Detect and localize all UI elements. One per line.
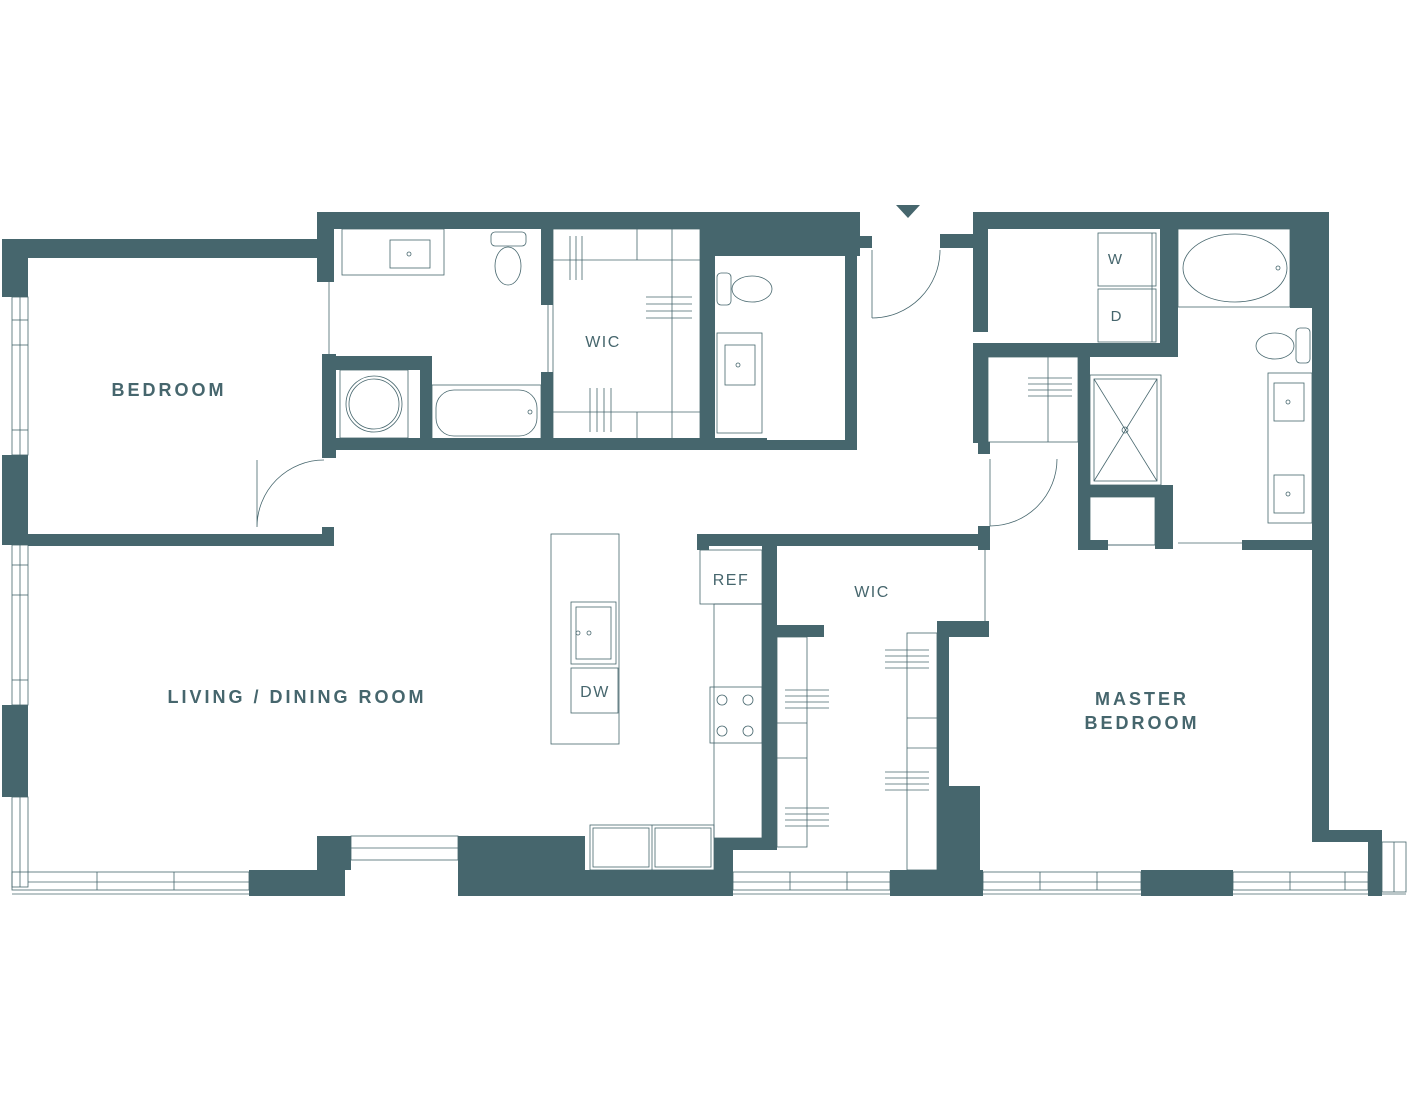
- label-dishwasher: DW: [580, 684, 610, 701]
- refrigerator: [699, 549, 763, 605]
- label-dryer: D: [1111, 308, 1122, 325]
- wall-bottom-right-post: [1368, 830, 1382, 896]
- wall-bedroom-door-jamb: [322, 527, 334, 546]
- windows: [11, 296, 1407, 895]
- dryer: [1097, 288, 1157, 343]
- label-master-line2: BEDROOM: [1085, 713, 1200, 733]
- wall-bath-wic-divider-low: [541, 372, 553, 448]
- wall-powder-right: [845, 238, 857, 448]
- dishwasher: [570, 667, 619, 714]
- wall-left-lower: [2, 705, 28, 797]
- window-bottom-d: [982, 871, 1142, 891]
- wall-top-bath-end: [703, 212, 860, 238]
- doors: [256, 249, 1242, 621]
- wall-shower-stub: [1155, 485, 1173, 549]
- vanity-master: [1267, 372, 1313, 524]
- door-master: [989, 458, 1058, 527]
- wall-wic-lower-left: [762, 542, 777, 838]
- wic-lower-shelf-left: [776, 636, 808, 848]
- wall-kitchen-top: [697, 534, 989, 546]
- wall-bath-laundry-right: [420, 356, 432, 448]
- wall-powder-bottom: [767, 440, 857, 450]
- window-bottom-e: [1232, 871, 1369, 891]
- wic-upper-shelves: [552, 228, 701, 440]
- shower: [1089, 374, 1162, 486]
- wall-wic-lower-right: [937, 621, 949, 791]
- wall-right-exterior: [1312, 212, 1329, 834]
- wall-bedroom-bottom: [28, 534, 334, 546]
- wall-entry-left-stub2: [860, 236, 872, 248]
- door-entry: [871, 249, 941, 319]
- wall-laundry-bottom: [973, 343, 1178, 357]
- window-bottom-c: [732, 871, 891, 891]
- wall-bottom-c: [585, 870, 733, 896]
- wall-right-exterior-top: [1290, 212, 1329, 308]
- toilet-powder: [731, 275, 773, 303]
- label-bedroom: BEDROOM: [112, 380, 227, 400]
- toilet-bath1: [494, 246, 522, 286]
- linen-closet: [987, 356, 1079, 443]
- wall-bedroom-right-top: [317, 212, 334, 282]
- toilet-master: [1255, 332, 1295, 360]
- wall-wic-right: [700, 229, 715, 449]
- shower-bench: [1089, 496, 1156, 546]
- kitchen-island: [550, 533, 620, 745]
- wall-left-top: [2, 239, 28, 297]
- wall-bedroom-top: [2, 239, 324, 258]
- label-wic-lower: WIC: [854, 584, 890, 601]
- label-refrigerator: REF: [713, 572, 750, 589]
- wall-bath-wic-divider: [541, 229, 553, 305]
- wall-wic-lower-right-top: [937, 621, 989, 637]
- wall-bottom-d: [890, 870, 983, 896]
- wall-left-mid: [2, 455, 28, 545]
- wall-master-bath-bottom2: [1242, 540, 1329, 550]
- tub-bath1: [431, 384, 542, 441]
- wall-bath-laundry-top: [322, 356, 432, 370]
- wall-linen-left: [973, 345, 988, 443]
- wall-bath-bottom: [322, 438, 767, 450]
- tub-master: [1177, 228, 1291, 308]
- washer: [1097, 232, 1157, 287]
- entry-arrow-icon: [896, 205, 920, 218]
- label-living-dining: LIVING / DINING ROOM: [167, 687, 426, 707]
- wall-shower-bottom: [1078, 485, 1173, 497]
- wall-bottom-b: [458, 836, 585, 896]
- window-bottom-a: [11, 871, 250, 891]
- wall-bottom-e: [1141, 870, 1233, 896]
- kitchen-sink: [570, 601, 617, 665]
- wall-hall-right-lower: [978, 442, 990, 454]
- wall-bedroom-right-mid: [322, 354, 336, 458]
- wall-powder-top: [700, 238, 860, 256]
- wall-right-top: [973, 212, 1329, 229]
- washer-stacked: [339, 369, 409, 439]
- cooktop: [709, 686, 763, 744]
- fixture-labels: W D REF DW: [580, 251, 1123, 701]
- wall-bottom-right-corner: [1312, 830, 1382, 842]
- wall-wic-shelf-stub: [777, 625, 824, 637]
- wall-laundry-right: [1160, 229, 1178, 357]
- wall-linen-right: [1078, 345, 1090, 550]
- vanity-powder: [716, 332, 763, 434]
- walls: [2, 212, 1382, 896]
- label-master-line1: MASTER: [1095, 689, 1189, 709]
- wall-right-top-jamb: [973, 212, 988, 332]
- vanity-bath1: [341, 228, 445, 276]
- fixtures: [339, 228, 1313, 871]
- label-wic-upper: WIC: [585, 334, 621, 351]
- room-labels: BEDROOM LIVING / DINING ROOM WIC WIC MAS…: [112, 334, 1200, 733]
- kitchen-counter: [713, 603, 763, 839]
- door-bedroom: [256, 459, 325, 528]
- label-washer: W: [1108, 251, 1123, 268]
- wic-lower-shelf-right: [906, 632, 938, 871]
- wall-bottom-a: [249, 870, 345, 896]
- wall-kitchen-left-stub: [697, 534, 709, 550]
- wall-entry-left-stub: [845, 229, 860, 239]
- wall-bottom-a-step: [317, 836, 351, 870]
- wall-bottom-c-stub: [714, 838, 733, 896]
